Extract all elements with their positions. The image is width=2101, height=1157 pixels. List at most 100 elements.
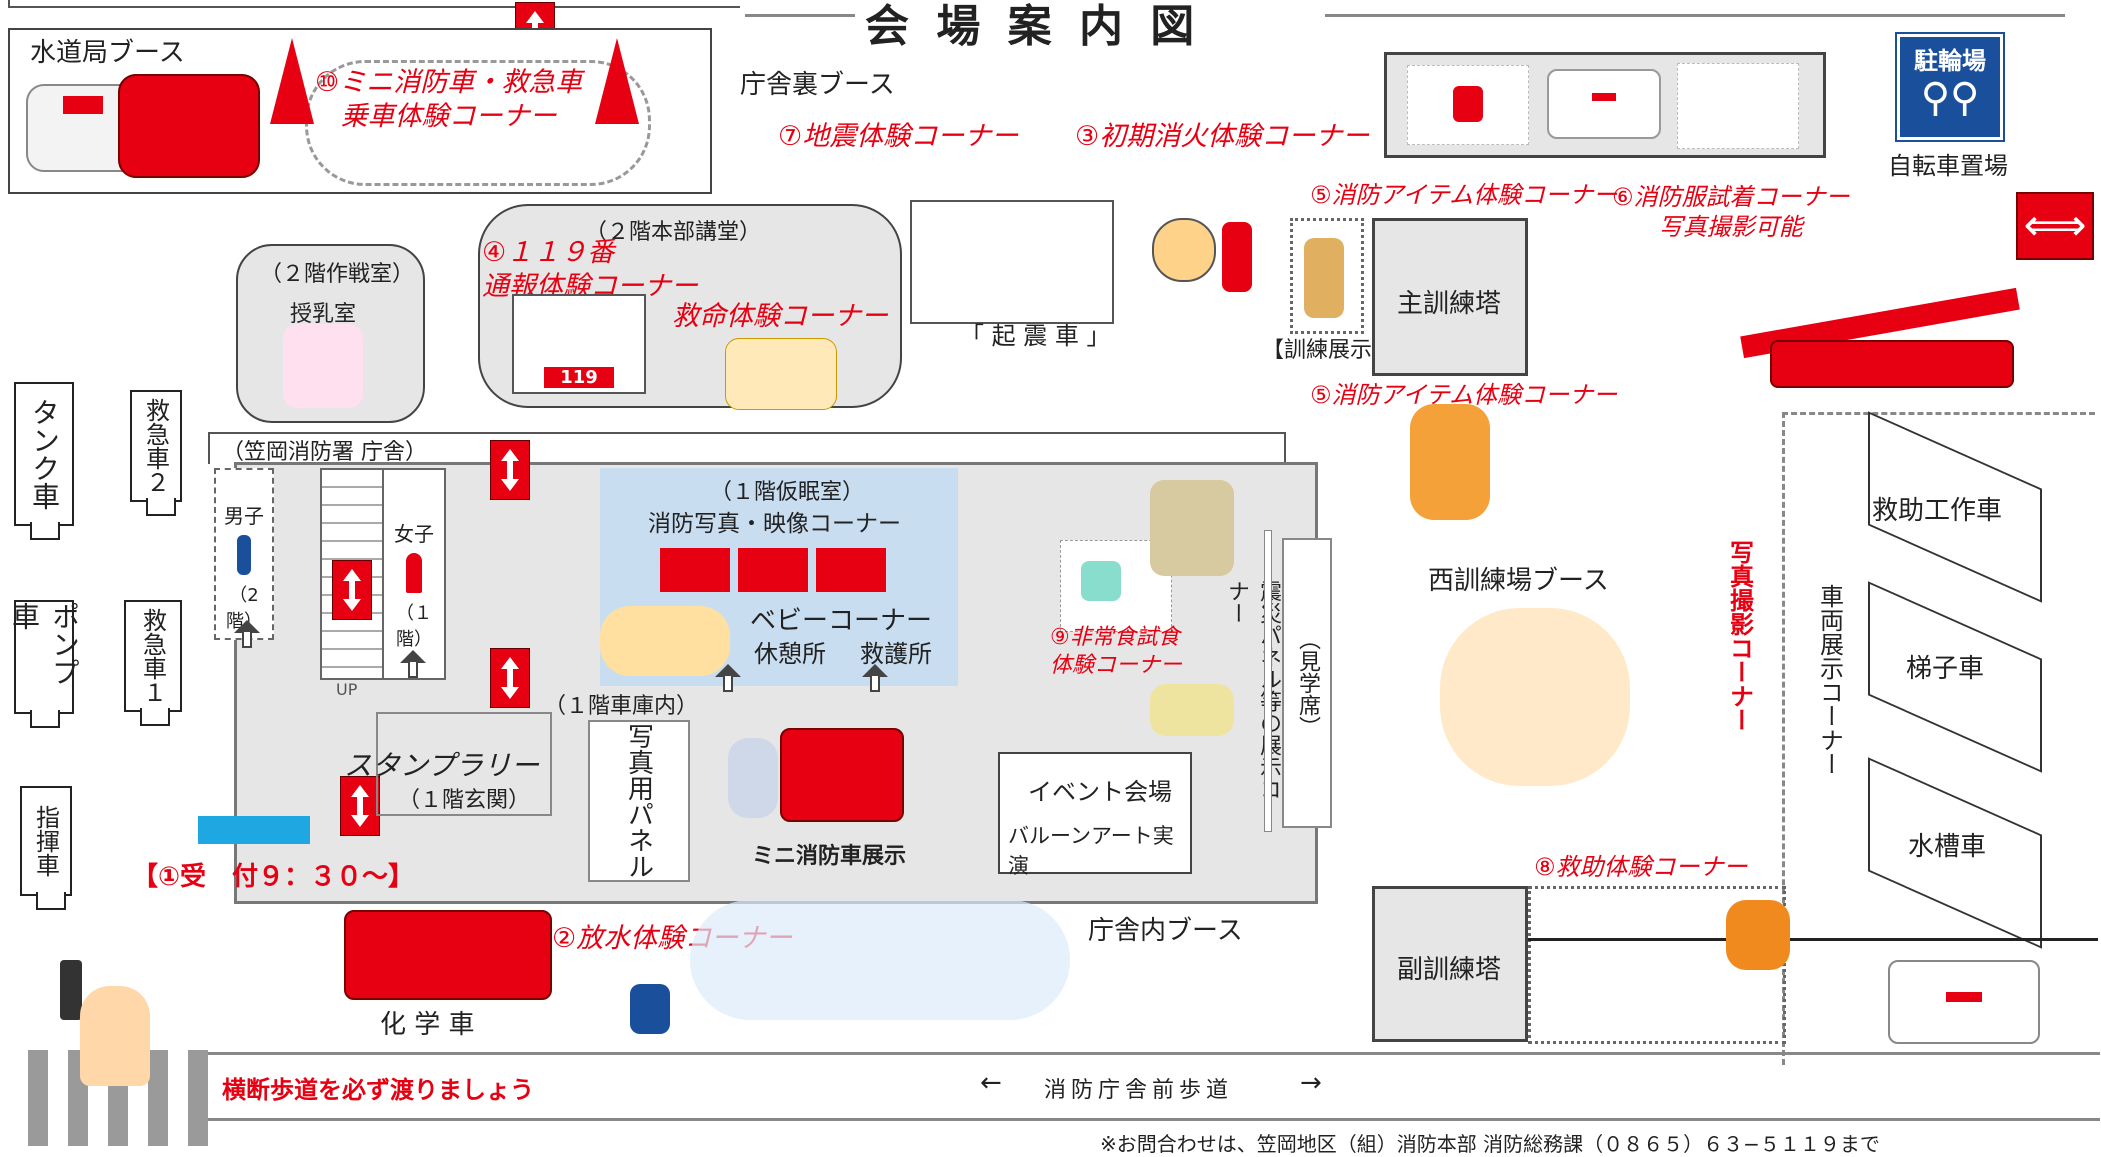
corner-3-label: ③初期消火体験コーナー — [1075, 121, 1370, 152]
water-spray-icon — [690, 900, 1070, 1020]
corner-9-line1: ⑨非常食試食 — [1050, 625, 1180, 650]
dispatch-119-icon: 119 — [512, 294, 646, 394]
mini-fire-truck-icon — [118, 74, 260, 178]
photo-panel: 写真用パネル — [588, 720, 690, 882]
sidewalk-line-bottom — [200, 1118, 2100, 1121]
main-training-tower: 主訓練塔 — [1372, 218, 1528, 376]
bike-sign-label: 駐輪場 — [1914, 47, 1986, 75]
restroom-men: 男子 （2階） — [214, 468, 274, 640]
disaster-panel-label: 震災パネル等の展示コーナー — [1224, 580, 1281, 822]
map-title: 会 場 案 内 図 — [865, 1, 1201, 52]
ambulance-icon — [1888, 960, 2040, 1044]
chemical-truck-icon — [344, 910, 552, 1000]
ambulance-icon — [1547, 69, 1661, 139]
traffic-signal-icon — [60, 960, 82, 1020]
chemical-truck-label: 化 学 車 — [380, 1010, 475, 1040]
fire-equipment-icon — [1407, 65, 1529, 145]
sidewalk-arrow-right: → — [1300, 1068, 1322, 1098]
first-aid-label: 救護所 — [860, 640, 932, 668]
crosswalk-warning: 横断歩道を必ず渡りましょう — [222, 1076, 534, 1104]
event-hall: イベント会場 バルーンアート実演 — [998, 752, 1192, 878]
command-car-label: 指揮車 — [31, 805, 60, 877]
fire-extinguisher-icon — [1152, 208, 1262, 304]
sidewalk-line-top — [200, 1052, 2100, 1055]
reception-desk — [198, 816, 310, 844]
ambulance-1-label: 救急車１ — [138, 608, 167, 704]
stamp-rally-area — [376, 712, 552, 816]
sign-119: 119 — [544, 367, 614, 388]
traffic-cone-icon — [270, 38, 314, 124]
bike-parking-label: 自転車置場 — [1888, 152, 2008, 180]
photo-video-label: 消防写真・映像コーナー — [648, 511, 901, 537]
reception-label: 【①受 付９：３０～】 — [132, 862, 415, 892]
traffic-cone-icon — [595, 38, 639, 124]
firefighter-family-icon — [1440, 608, 1630, 786]
station-building-roof — [208, 432, 1286, 464]
corner-9-label: ⑨非常食試食 体験コーナー — [1050, 624, 1182, 679]
corner-10-label: ⑩ミニ消防車・救急車 乗車体験コーナー — [315, 66, 582, 134]
stair-arrow — [332, 560, 372, 620]
inside-building-booth-label: 庁舎内ブース — [1088, 916, 1243, 946]
sub-training-tower: 副訓練塔 — [1372, 886, 1528, 1042]
fire-equipment-display — [1384, 52, 1826, 158]
water-tank-truck-label: 水槽車 — [1908, 832, 1987, 862]
mini-truck-label: ミニ消防車展示 — [752, 844, 907, 869]
up-arrow-icon — [862, 664, 888, 692]
header-line-left — [745, 14, 855, 17]
nap-room: （１階仮眠室） 消防写真・映像コーナー ベビーコーナー 休憩所 救護所 — [600, 468, 958, 686]
ambulance-1-sign: 救急車１ — [124, 600, 182, 726]
up-arrow-icon — [715, 664, 741, 692]
nursing-room-label: 授乳室 — [290, 302, 357, 327]
vehicle-display-column: 車両展示コーナー — [1810, 584, 1850, 784]
command-car-sign: 指揮車 — [20, 786, 72, 910]
quake-car-label: 「 起 震 車 」 — [960, 322, 1111, 350]
children-icon — [600, 606, 730, 676]
climbing-firefighter-icon — [1304, 238, 1344, 318]
sub-tower-label: 副訓練塔 — [1397, 955, 1502, 985]
ladder-truck-icon — [1740, 287, 2020, 392]
stamp-rally-label: スタンプラリー — [344, 749, 540, 782]
life-saving-corner-label: 救命体験コーナー — [672, 301, 888, 332]
corner-8-label: ⑧救助体験コーナー — [1534, 853, 1748, 881]
balloon-art-label: バルーンアート実演 — [1008, 824, 1174, 878]
back-building-booth-label: 庁舎裏ブース — [740, 70, 895, 100]
sidewalk-arrow-left: ← — [980, 1068, 1002, 1098]
passage-arrow — [490, 440, 530, 500]
corner-10-line1: ⑩ミニ消防車・救急車 — [315, 67, 583, 98]
corner-6-line1: ⑥消防服試着コーナー — [1612, 183, 1850, 211]
nursing-mother-icon — [283, 324, 363, 408]
fire-truck-photos-icon — [660, 548, 890, 592]
corner-5a-label: ⑤消防アイテム体験コーナー — [1310, 181, 1618, 209]
firefighter-hose-icon — [630, 984, 670, 1034]
corner-7-label: ⑦地震体験コーナー — [778, 121, 1019, 152]
contact-info: ※お問合わせは、笠岡地区（組）消防本部 消防総務課（０８６５）６３−５１１９まで — [1100, 1132, 1880, 1156]
men-label: 男子 — [224, 504, 264, 528]
entrance-arrow — [340, 776, 380, 836]
up-arrow-icon — [234, 620, 260, 648]
firefighter-uniform-icon — [1677, 63, 1799, 149]
camera-man-icon — [1150, 480, 1234, 576]
observation-seats: （見学席） — [1282, 538, 1332, 828]
garage-label: （１階車庫内） — [544, 694, 699, 719]
station-building-label: （笠岡消防署 庁舎） — [222, 440, 427, 465]
rope-rescue-icon — [1726, 900, 1790, 970]
ladder-truck-label: 梯子車 — [1906, 654, 1985, 684]
man-icon — [237, 535, 251, 575]
pump-truck-label: ポンプ車 — [8, 602, 81, 686]
baby-corner-label: ベビーコーナー — [750, 606, 933, 636]
water-bureau-area: 水道局ブース ⑩ミニ消防車・救急車 乗車体験コーナー — [8, 28, 712, 194]
corner-10-line2: 乗車体験コーナー — [340, 100, 557, 132]
panel-divider — [1264, 530, 1272, 832]
food-samples-icon — [1150, 684, 1234, 736]
rescue-corner-area — [1528, 886, 1786, 1044]
corner-6-label: ⑥消防服試着コーナー 写真撮影可能 — [1612, 182, 1850, 242]
corner-6-line2: 写真撮影可能 — [1658, 213, 1803, 241]
photo-panel-label: 写真用パネル — [623, 723, 654, 879]
vehicle-display-area — [1782, 412, 2095, 1065]
water-bureau-label: 水道局ブース — [30, 38, 185, 68]
pump-truck-sign: ポンプ車 — [8, 600, 81, 728]
vehicle-display-label: 車両展示コーナー — [1815, 584, 1844, 776]
top-bar-left — [8, 0, 740, 8]
sidewalk-label: 消防庁舎前歩道 — [1044, 1078, 1234, 1103]
women-label: 女子 — [394, 522, 434, 546]
